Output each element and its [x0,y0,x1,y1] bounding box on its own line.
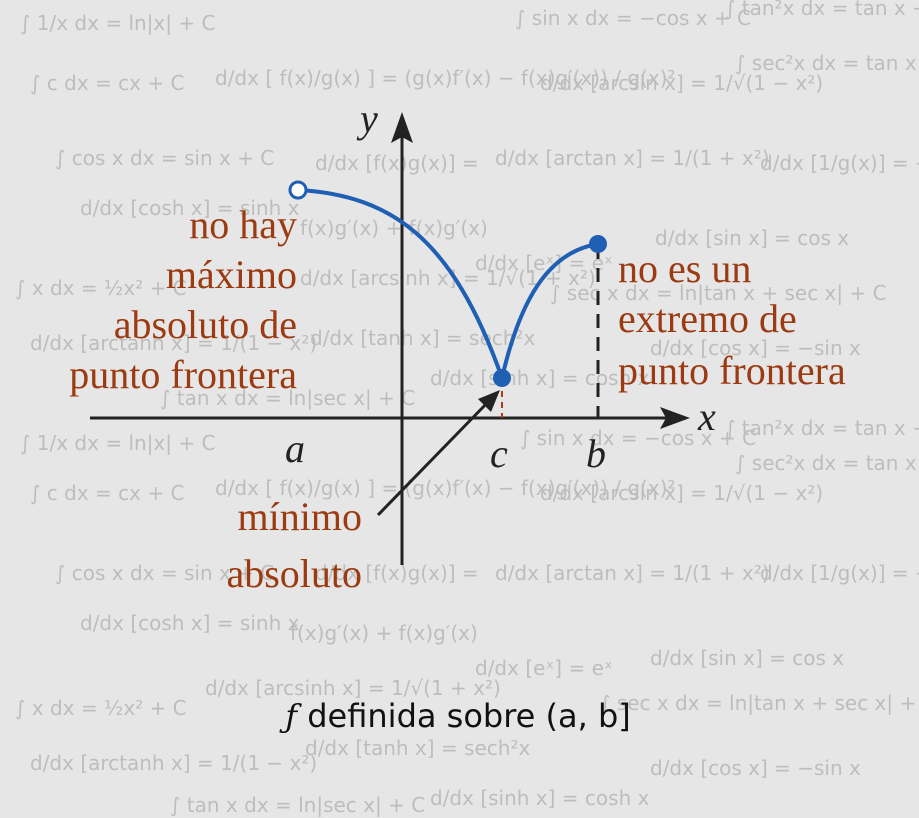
bg-formula: d/dx [tanh x] = sech²x [310,326,535,350]
bg-formula: ∫ sin x dx = −cos x + C [515,6,751,30]
background-formulas: ∫ 1/x dx = ln|x| + C ∫ sin x dx = −cos x… [15,0,919,817]
caption-function-symbol: ƒ [279,697,302,735]
x-axis-label: x [697,394,716,439]
bottom-annotation-line: absoluto [226,551,362,596]
bg-formula: d/dx [arcsinh x] = 1/√(1 + x²) [205,676,501,700]
left-annotation-line: absoluto de [114,302,297,347]
bg-formula: ∫ c dx = cx + C [30,71,184,95]
bg-formula: ∫ tan²x dx = tan x − x + C [725,0,919,20]
absolute-minimum-point [493,369,511,387]
minimum-pointer-arrowhead [478,390,500,412]
bg-formula: d/dx [sin x] = cos x [650,646,844,670]
left-annotation-line: no hay [189,202,297,247]
axes: x y [90,96,716,565]
right-annotation: no es un extremo de punto frontera [618,246,846,393]
bg-formula: d/dx [f(x)g(x)] = [315,561,479,585]
bg-formula: d/dx [eˣ] = eˣ [475,656,613,680]
point-label-b: b [586,431,606,476]
x-axis-arrowhead [660,407,690,429]
bg-formula: ∫ tan²x dx = tan x − x + C [725,416,919,440]
bg-formula: ∫ 1/x dx = ln|x| + C [20,11,215,35]
bg-formula: ∫ cos x dx = sin x + C [55,561,274,585]
bg-formula: ∫ tan x dx = ln|sec x| + C [170,793,425,817]
bg-formula: ∫ sec x dx = ln|tan x + sec x| + C [600,691,919,715]
bg-formula: ∫ sec x dx = ln|tan x + sec x| + C [550,281,887,305]
bg-formula: d/dx [cosh x] = sinh x [80,611,300,635]
bg-formula: d/dx [ f(x)/g(x) ] = (g(x)f′(x) − f(x)g′… [215,476,675,500]
bg-formula: ∫ sec²x dx = tan x + C [735,51,919,75]
left-annotation: no hay máximo absoluto de punto frontera [69,202,297,397]
bg-formula: d/dx [arcsin x] = 1/√(1 − x²) [540,71,823,95]
bg-formula: ∫ sec²x dx = tan x + C [735,451,919,475]
y-axis-arrowhead [391,112,413,143]
closed-endpoint-b [589,235,607,253]
bg-formula: d/dx [sin x] = cos x [655,226,849,250]
bg-formula: d/dx [arcsin x] = 1/√(1 − x²) [540,481,823,505]
right-annotation-line: extremo de [618,296,797,341]
caption: ƒ definida sobre (a, b] [279,697,631,735]
bg-formula: ∫ tan x dx = ln|sec x| + C [160,386,415,410]
bg-formula: ∫ x dx = ½x² + C [15,276,187,300]
bottom-annotation: mínimo absoluto [226,494,362,596]
bg-formula: d/dx [sinh x] = cosh x [430,786,650,810]
bg-formula: d/dx [cos x] = −sin x [650,336,861,360]
y-axis-label: y [356,96,378,141]
right-annotation-line: no es un [618,246,751,291]
function-curve [299,188,599,386]
bg-formula: ∫ c dx = cx + C [30,481,184,505]
bg-formula: d/dx [arctan x] = 1/(1 + x²) [495,561,770,585]
bg-formula: d/dx [1/g(x)] = −g′(x)/g(x)² [760,151,919,175]
point-label-c: c [490,431,508,476]
left-annotation-line: máximo [166,252,297,297]
bg-formula: d/dx [ f(x)/g(x) ] = (g(x)f′(x) − f(x)g′… [215,66,675,90]
bg-formula: f(x)g′(x) + f(x)g′(x) [290,621,478,645]
bg-formula: d/dx [eˣ] = eˣ [475,251,613,275]
bg-formula: d/dx [1/g(x)] = −g′(x)/g(x)² [760,561,919,585]
right-annotation-line: punto frontera [618,348,846,393]
bg-formula: d/dx [arctanh x] = 1/(1 − x²) [30,331,317,355]
point-label-a: a [285,426,305,471]
left-annotation-line: punto frontera [69,352,297,397]
open-endpoint-a [288,180,308,200]
bg-formula: f(x)g′(x) + f(x)g′(x) [300,216,488,240]
minimum-pointer-arrow [376,398,492,517]
bottom-annotation-line: mínimo [238,494,362,539]
bg-formula: ∫ cos x dx = sin x + C [55,146,274,170]
bg-formula: ∫ x dx = ½x² + C [15,696,187,720]
bg-formula: ∫ sin x dx = −cos x + C [520,426,756,450]
bg-formula: d/dx [tanh x] = sech²x [305,736,530,760]
bg-formula: d/dx [cos x] = −sin x [650,756,861,780]
bg-formula: d/dx [arctanh x] = 1/(1 − x²) [30,751,317,775]
bg-formula: ∫ 1/x dx = ln|x| + C [20,431,215,455]
bg-formula: d/dx [f(x)g(x)] = [315,151,479,175]
bg-formula: d/dx [arctan x] = 1/(1 + x²) [495,146,770,170]
bg-formula: d/dx [cosh x] = sinh x [80,196,300,220]
caption-text: definida sobre (a, b] [297,697,631,735]
bg-formula: d/dx [sinh x] = cosh x [430,366,650,390]
